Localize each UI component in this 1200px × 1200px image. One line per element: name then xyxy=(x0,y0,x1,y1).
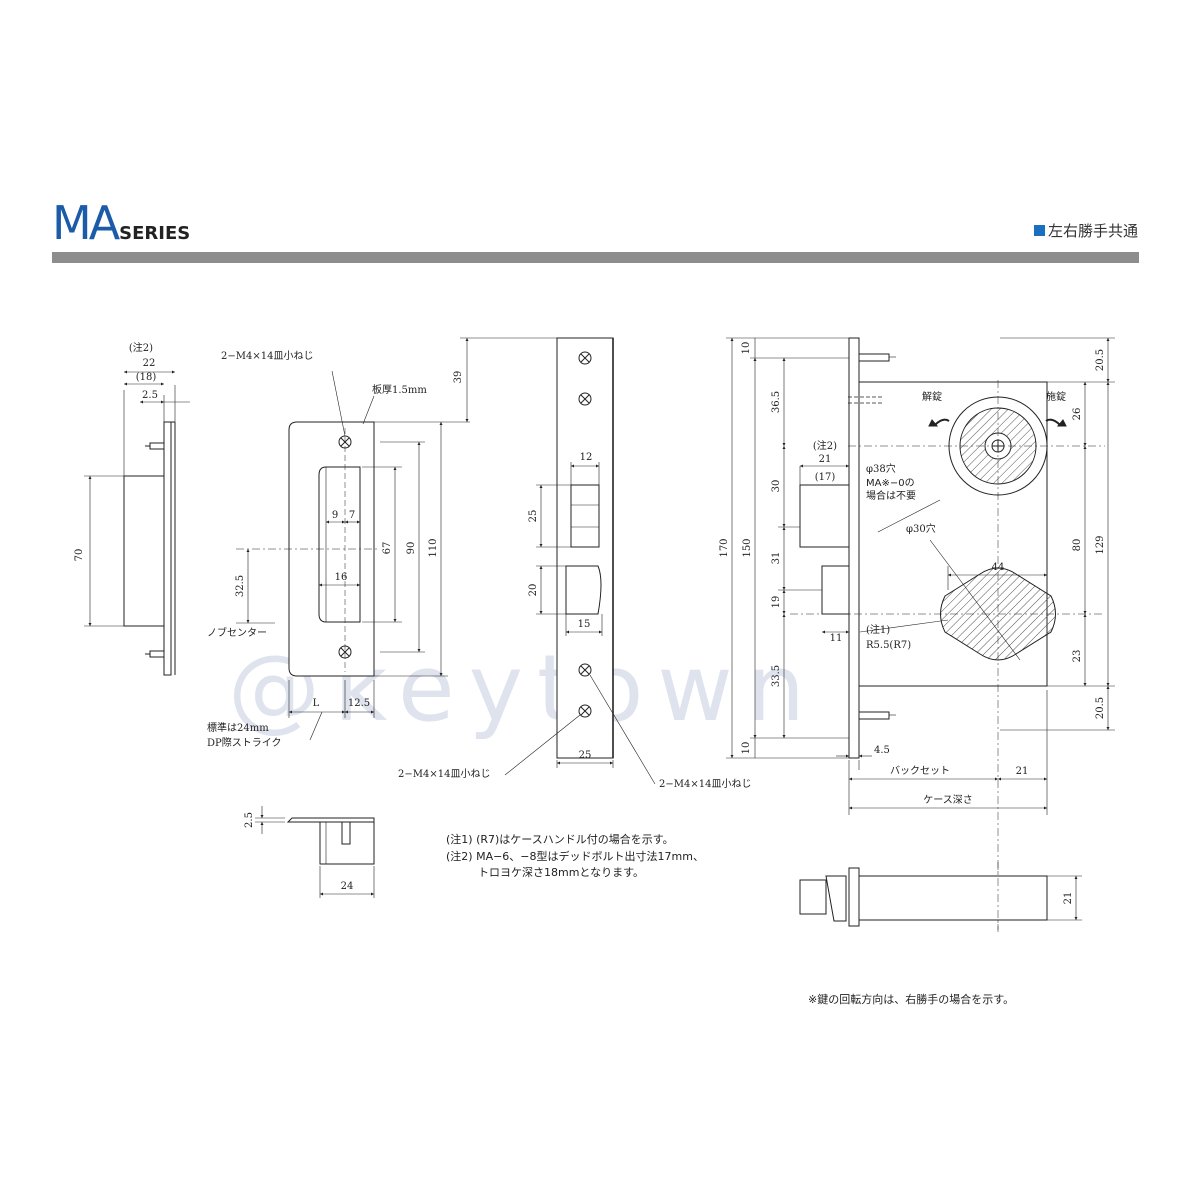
strike-side-dim-70: 70 xyxy=(74,549,85,562)
strike-dim-12-5: 12.5 xyxy=(348,698,370,709)
strike-side-note2: (注2) xyxy=(129,341,153,354)
header-rule xyxy=(52,252,1139,263)
body-lock-label: 施錠 xyxy=(1046,390,1066,403)
note-1: (注1) (R7)はケースハンドル付の場合を示す。 xyxy=(446,832,674,846)
handedness-tag-text: 左右勝手共通 xyxy=(1047,222,1138,240)
strike-dim-90: 90 xyxy=(406,542,417,555)
body-r5-5: R5.5(R7) xyxy=(866,640,911,651)
knob-center-label: ノブセンター xyxy=(207,626,267,639)
strike-bottom-dim-2-5: 2.5 xyxy=(244,812,255,828)
faceplate-dim-15: 15 xyxy=(578,619,591,630)
body-dim-80: 80 xyxy=(1072,539,1083,552)
strike-dim-110: 110 xyxy=(428,538,439,557)
body-dim-11: 11 xyxy=(830,633,843,644)
body-dim-20-5-top: 20.5 xyxy=(1095,349,1106,371)
strike-std-note-1: 標準は24mm xyxy=(207,721,269,734)
strike-dim-16: 16 xyxy=(335,572,348,583)
rotation-note: ※鍵の回転方向は、右勝手の場合を示す。 xyxy=(808,992,1014,1006)
body-ma-note-1: MA※−0の xyxy=(866,478,915,489)
body-dim-170: 170 xyxy=(719,538,730,557)
strike-side-dim-18: (18) xyxy=(136,372,157,383)
body-hole38: φ38穴 xyxy=(866,462,896,475)
body-dim-44: 44 xyxy=(992,562,1005,573)
strike-std-note-2: DP際ストライク xyxy=(207,737,282,749)
body-dim-26: 26 xyxy=(1072,408,1083,421)
body-dim-23: 23 xyxy=(1072,650,1083,663)
faceplate-screw-left: 2−M4×14皿小ねじ xyxy=(398,768,490,780)
faceplate-screw-right: 2−M4×14皿小ねじ xyxy=(659,778,751,790)
body-dim-129: 129 xyxy=(1095,535,1106,554)
strike-dim-9: 9 xyxy=(332,510,338,521)
strike-dim-67: 67 xyxy=(382,542,393,555)
body-dim-36-5: 36.5 xyxy=(771,391,782,413)
body-dim-17: (17) xyxy=(815,472,836,483)
deadbolt-dim-21: 21 xyxy=(1063,892,1074,905)
brand-sub: SERIES xyxy=(119,223,191,244)
strike-dim-39: 39 xyxy=(453,371,464,384)
body-dim-21-bottom: 21 xyxy=(1016,766,1029,777)
body-case-depth-label: ケース深さ xyxy=(923,794,973,806)
body-dim-20-5-bottom: 20.5 xyxy=(1095,697,1106,719)
lock-body-view xyxy=(726,337,1115,930)
strike-dim-L: L xyxy=(313,698,320,709)
faceplate-view xyxy=(504,337,656,785)
brand-main: MA xyxy=(52,196,120,250)
body-note1: (注1) xyxy=(866,623,890,636)
note-2: (注2) MA−6、−8型はデッドボルト出寸法17mm、 xyxy=(446,849,704,863)
body-backset-label: バックセット xyxy=(890,765,950,777)
body-dim-10-bottom: 10 xyxy=(741,742,752,755)
body-dim-31: 31 xyxy=(771,552,782,565)
body-dim-19: 19 xyxy=(771,596,782,609)
strike-screw-label: 2−M4×14皿小ねじ xyxy=(221,350,313,362)
body-dim-30: 30 xyxy=(771,480,782,493)
faceplate-dim-25-width: 25 xyxy=(579,750,592,761)
body-dim-33-5: 33.5 xyxy=(771,665,782,687)
strike-bottom-dim-24: 24 xyxy=(341,881,354,892)
faceplate-dim-12: 12 xyxy=(580,452,593,463)
body-dim-4-5: 4.5 xyxy=(874,745,890,756)
handedness-tag: 左右勝手共通 xyxy=(1033,220,1138,241)
strike-front-view xyxy=(236,337,557,741)
body-note2: (注2) xyxy=(813,439,837,452)
strike-thickness-label: 板厚1.5mm xyxy=(372,383,427,396)
strike-side-dim-2-5: 2.5 xyxy=(142,390,158,401)
note-3: トロヨケ深さ18mmとなります。 xyxy=(478,866,644,879)
deadbolt-view xyxy=(799,862,1082,932)
body-dim-150: 150 xyxy=(742,538,753,557)
body-dim-10-top: 10 xyxy=(741,342,752,355)
strike-bottom-view xyxy=(255,806,375,898)
body-hole30: φ30穴 xyxy=(906,522,936,535)
body-dim-21: 21 xyxy=(819,454,832,465)
body-unlock-label: 解錠 xyxy=(922,390,942,403)
square-icon xyxy=(1033,225,1045,236)
body-ma-note-2: 場合は不要 xyxy=(866,489,916,502)
faceplate-dim-25: 25 xyxy=(528,510,539,523)
strike-dim-32-5: 32.5 xyxy=(235,575,246,597)
strike-side-dim-22: 22 xyxy=(143,358,156,369)
strike-dim-7: 7 xyxy=(349,510,355,521)
strike-side-view xyxy=(84,370,190,676)
faceplate-dim-20: 20 xyxy=(528,584,539,597)
